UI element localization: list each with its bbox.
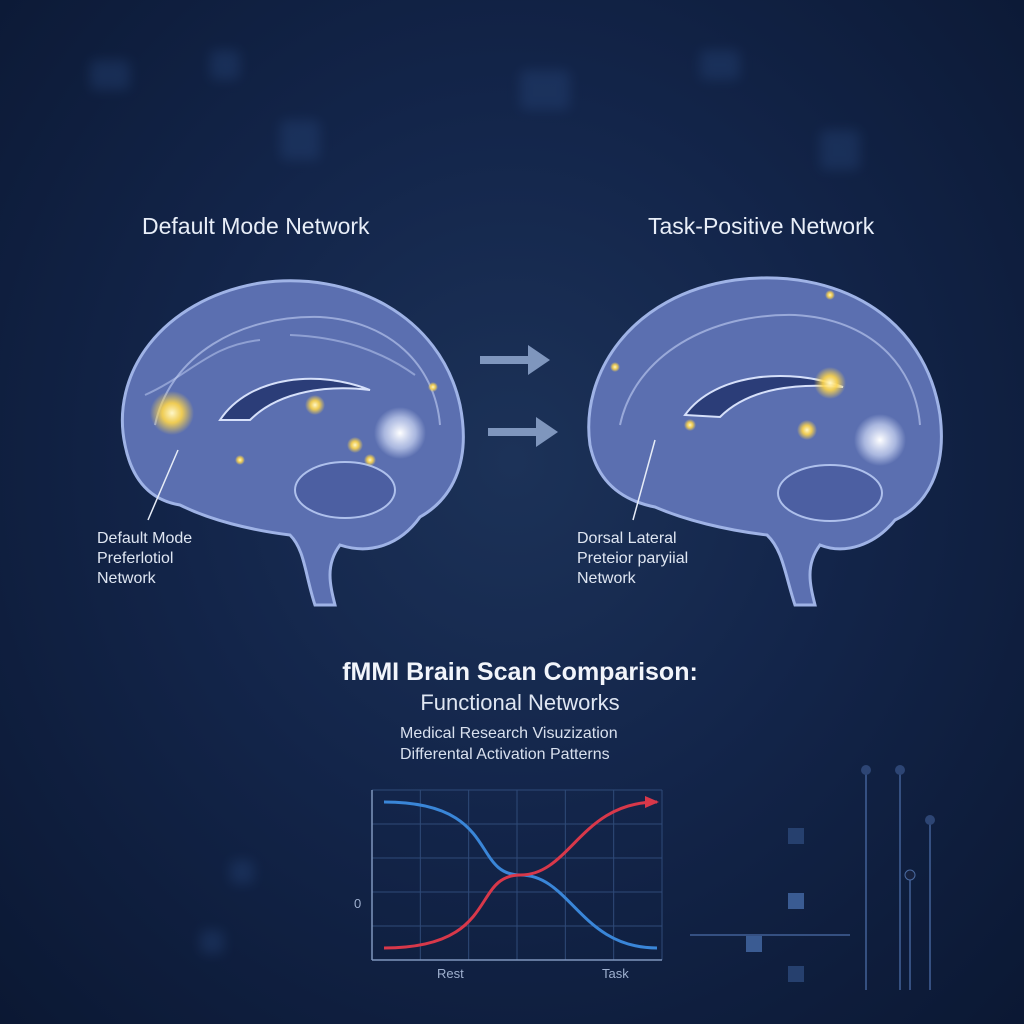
x-tick-label: Rest — [437, 966, 464, 981]
caption-line: Medical Research Visuzization — [400, 725, 618, 742]
decorative-circuit — [690, 765, 935, 990]
activation-chart: Rest Task 0 — [354, 789, 663, 981]
background-bokeh — [230, 860, 254, 884]
callout-line: Dorsal Lateral — [577, 530, 677, 547]
callout-line: Default Mode — [97, 530, 193, 547]
background-bokeh — [90, 60, 130, 90]
brain-outline — [120, 279, 465, 607]
main-title: fMMI Brain Scan Comparison: — [342, 658, 698, 686]
callout-line: Network — [577, 570, 636, 587]
subtitle: Functional Networks — [420, 690, 620, 715]
background-bokeh — [820, 130, 860, 170]
right-panel-title: Task-Positive Network — [648, 213, 875, 239]
y-tick-label: 0 — [354, 896, 361, 911]
brain-outline — [587, 276, 943, 607]
left-callout-label: Default Mode Preferlotiol Network — [97, 529, 192, 589]
x-tick-label: Task — [602, 966, 629, 981]
background-bokeh — [200, 930, 224, 954]
background-bokeh — [280, 120, 320, 160]
caption-line: Differental Activation Patterns — [400, 746, 610, 763]
background-bokeh — [700, 50, 740, 80]
background-bokeh — [210, 50, 240, 80]
right-arrow-icon — [488, 417, 558, 447]
series-line-1 — [383, 800, 658, 950]
callout-line: Preferlotiol — [97, 550, 174, 567]
callout-line: Preteior paryiial — [577, 550, 689, 567]
left-brain-scan — [120, 279, 465, 607]
right-arrow-icon — [480, 345, 550, 375]
left-panel-title: Default Mode Network — [142, 213, 370, 239]
right-callout-label: Dorsal Lateral Preteior paryiial Network — [577, 529, 688, 589]
right-brain-scan — [587, 276, 943, 607]
callout-line: Network — [97, 570, 156, 587]
series-arrowhead — [645, 796, 659, 808]
background-bokeh — [520, 70, 570, 110]
